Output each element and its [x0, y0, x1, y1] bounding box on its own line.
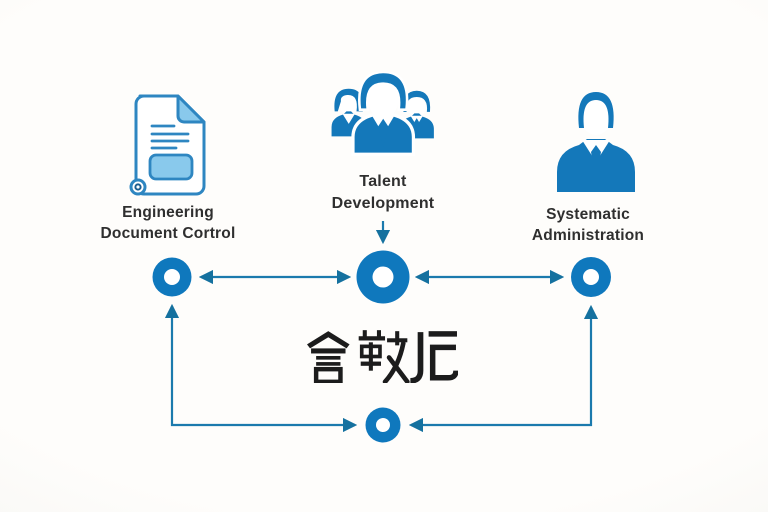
node-right [571, 257, 611, 297]
connector-right-bottom [408, 304, 599, 433]
pillar-label-engineering-document-control: Engineering Document Cortrol [100, 204, 236, 243]
node-left [152, 257, 192, 297]
node-bottom [365, 407, 401, 443]
pillar-label-systematic-administration: Systematic Administration [531, 206, 645, 245]
center-cjk-text: 倉鞁厄 [306, 330, 459, 388]
document-icon [118, 90, 218, 202]
pillar-label-talent-development: Talent Development [331, 173, 435, 213]
team-icon [328, 70, 438, 166]
connector-left-bottom [164, 303, 358, 433]
businessman-icon [551, 88, 641, 192]
node-center [356, 250, 410, 304]
